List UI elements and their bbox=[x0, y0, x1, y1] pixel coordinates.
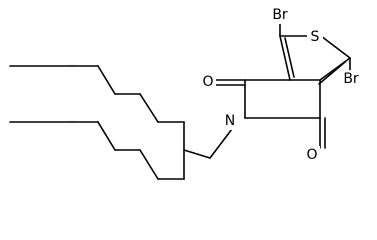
upper-chain-3 bbox=[139, 93, 159, 123]
sulfur-bg bbox=[307, 29, 323, 45]
atom-br-right: Br bbox=[343, 71, 359, 87]
ring-bonds bbox=[213, 19, 351, 149]
atom-nitrogen: N bbox=[225, 113, 235, 129]
lower-chain-3 bbox=[139, 149, 159, 180]
double-bond-c1-c4 bbox=[284, 37, 295, 78]
atom-sulfur: S bbox=[311, 29, 320, 45]
upper-chain-5 bbox=[97, 65, 116, 95]
branched-alkyl-chain bbox=[9, 65, 233, 180]
bond-n-ch2 bbox=[209, 128, 233, 159]
double-bonds bbox=[213, 37, 346, 149]
atom-label-backgrounds bbox=[200, 6, 364, 164]
bond-c4-c1 bbox=[279, 35, 291, 81]
bond-s-c2 bbox=[320, 35, 351, 59]
bond-ch2-branch bbox=[183, 149, 211, 159]
chemical-structure-diagram: Br S Br O N O bbox=[9, 6, 364, 180]
atom-oxygen-upper: O bbox=[202, 74, 213, 90]
lower-chain-5 bbox=[97, 121, 116, 151]
double-bond-c2-c3 bbox=[318, 61, 346, 85]
atom-labels: Br S Br O N O bbox=[202, 7, 358, 163]
br-right-bg bbox=[338, 70, 364, 88]
oxygen-upper-bg bbox=[200, 73, 216, 91]
oxygen-lower-bg bbox=[304, 146, 320, 164]
structure-canvas: Br S Br O N O bbox=[9, 6, 364, 180]
nitrogen-bg bbox=[222, 112, 238, 130]
atom-oxygen-lower: O bbox=[306, 147, 317, 163]
atom-br-top: Br bbox=[272, 7, 288, 23]
br-top-bg bbox=[268, 6, 292, 24]
